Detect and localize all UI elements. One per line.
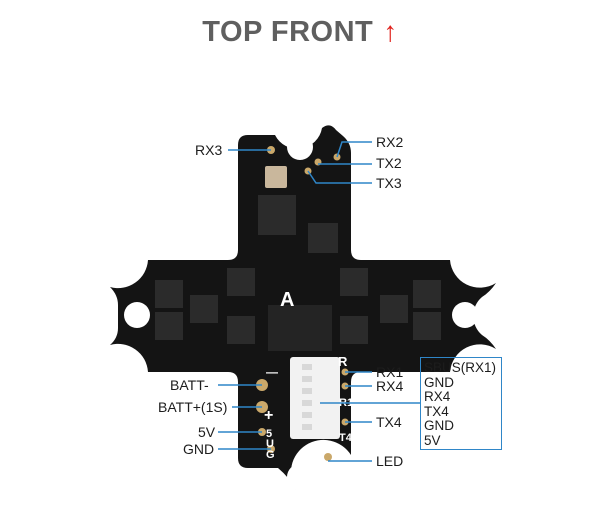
- logo-mark: A: [280, 289, 294, 311]
- chip: [268, 305, 332, 351]
- label-rx1: RX1: [376, 364, 403, 380]
- label-rx2: RX2: [376, 134, 403, 150]
- crystal: [265, 166, 287, 188]
- legend-item: TX4: [424, 403, 449, 419]
- connector-pinout-legend: SBUS(RX1) GND RX4 TX4 GND 5V: [420, 357, 502, 450]
- silk-t4: T4: [339, 432, 353, 444]
- legend-item: RX4: [424, 389, 451, 404]
- mount-hole-right: [452, 302, 478, 328]
- chip: [340, 268, 368, 296]
- connector-housing: [290, 357, 340, 439]
- label-led: LED: [376, 453, 403, 469]
- callout-lines: [218, 141, 420, 462]
- label-rx4: RX4: [376, 378, 403, 394]
- mount-hole-bottom: [287, 464, 313, 490]
- chip: [258, 195, 296, 235]
- chip: [227, 316, 255, 344]
- silk-plus: +: [264, 407, 273, 424]
- title-text: TOP FRONT: [202, 16, 374, 48]
- silk-r: R: [338, 354, 348, 369]
- label-batt-minus: BATT-: [170, 377, 209, 393]
- legend-item: GND: [424, 418, 454, 433]
- label-gnd: GND: [183, 441, 214, 457]
- pad-led: [324, 453, 332, 461]
- mount-hole-top: [287, 134, 313, 160]
- label-tx3: TX3: [376, 175, 402, 191]
- connector-pin: [302, 376, 312, 382]
- chip: [413, 280, 441, 308]
- silk-5: 5: [266, 428, 272, 440]
- chip: [227, 268, 255, 296]
- legend-item: GND: [424, 374, 454, 390]
- chip: [190, 295, 218, 323]
- connector-pin: [302, 412, 312, 418]
- chip: [380, 295, 408, 323]
- chip: [155, 280, 183, 308]
- legend-item: SBUS(RX1): [424, 360, 497, 375]
- legend-item: 5V: [424, 432, 441, 448]
- page-title: TOP FRONT ↑: [0, 16, 600, 49]
- chip: [413, 312, 441, 340]
- connector-pin: [302, 424, 312, 430]
- label-tx4: TX4: [376, 414, 402, 430]
- connector-pin: [302, 400, 312, 406]
- label-batt-plus: BATT+(1S): [158, 399, 227, 415]
- label-5v: 5V: [198, 424, 216, 440]
- label-rx3: RX3: [195, 142, 222, 158]
- silk-g: G: [266, 449, 275, 461]
- label-tx2: TX2: [376, 155, 402, 171]
- up-arrow-icon: ↑: [383, 16, 398, 47]
- connector-pin: [302, 364, 312, 370]
- mount-hole-left: [124, 302, 150, 328]
- silk-minus: —: [266, 365, 278, 379]
- chip: [308, 223, 338, 253]
- chip: [155, 312, 183, 340]
- connector-pin: [302, 388, 312, 394]
- line-rx2: [336, 141, 372, 158]
- chip: [340, 316, 368, 344]
- silk-u: U: [266, 438, 274, 450]
- line-tx3: [307, 170, 372, 184]
